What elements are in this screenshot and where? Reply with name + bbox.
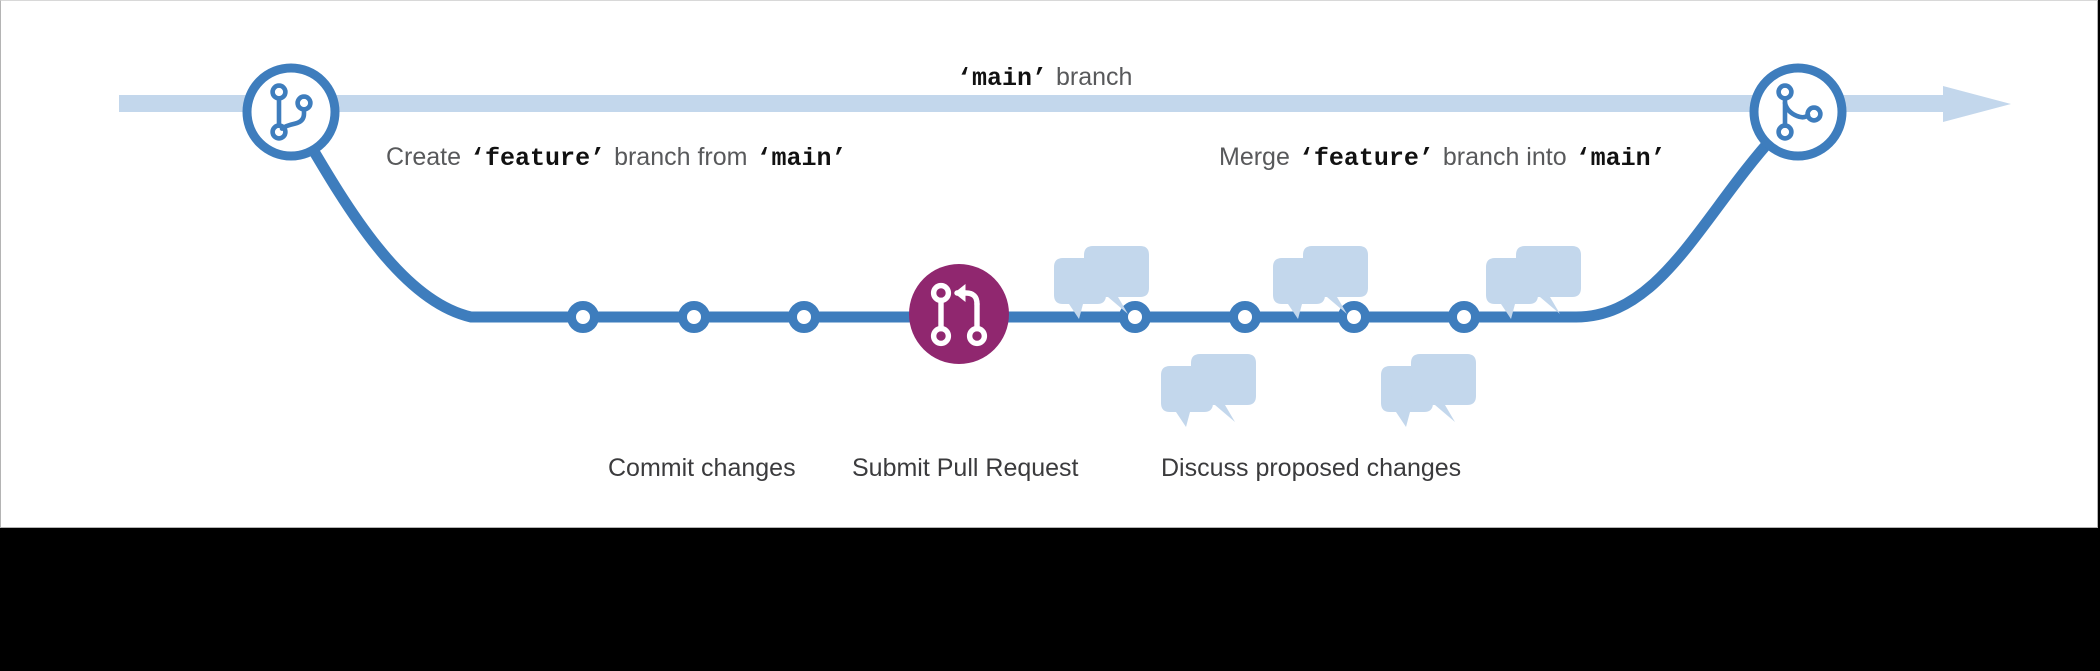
feature-branch-line: [296, 125, 1782, 323]
comment-bubbles: [1054, 246, 1581, 427]
comment-bubble-icon: [1486, 246, 1581, 319]
main-branch-label: ‘main’ branch: [957, 63, 1133, 93]
create-mid: branch from: [614, 143, 748, 171]
create-lead: Create: [386, 143, 462, 171]
merge-mid: branch into: [1442, 143, 1567, 171]
commit-dot: [788, 301, 820, 333]
commit-dot: [1119, 301, 1151, 333]
comment-bubble-icon: [1381, 354, 1476, 427]
commit-dot: [1448, 301, 1480, 333]
main-branch-line: [119, 86, 2011, 122]
create-main-name: ‘main’: [756, 144, 847, 173]
merge-feature-name: ‘feature’: [1298, 144, 1434, 173]
create-branch-label: Create ‘feature’ branch from ‘main’: [386, 143, 847, 173]
merge-lead: Merge: [1219, 143, 1290, 171]
commit-dot: [567, 301, 599, 333]
commit-changes-label: Commit changes: [608, 454, 796, 482]
main-branch-arrowhead: [1943, 86, 2011, 122]
merge-branch-label: Merge ‘feature’ branch into ‘main’: [1219, 143, 1666, 173]
submit-pull-request-label: Submit Pull Request: [852, 454, 1079, 482]
create-feature-name: ‘feature’: [470, 144, 606, 173]
pull-request-node[interactable]: [909, 264, 1009, 364]
diagram-canvas: ‘main’ branch Create ‘feature’ branch from ‘…: [0, 0, 2098, 528]
commit-dot: [1338, 301, 1370, 333]
commit-dot: [678, 301, 710, 333]
main-branch-word: branch: [1056, 63, 1133, 91]
commit-dot: [1229, 301, 1261, 333]
merge-point-node[interactable]: [1749, 63, 1847, 161]
comment-bubble-icon: [1161, 354, 1256, 427]
discuss-proposed-changes-label: Discuss proposed changes: [1161, 454, 1462, 482]
commit-dots: [567, 301, 1480, 333]
github-flow-diagram: [119, 63, 2011, 427]
main-branch-name: ‘main’: [957, 64, 1048, 93]
merge-main-name: ‘main’: [1575, 144, 1666, 173]
branch-point-node[interactable]: [242, 63, 340, 161]
